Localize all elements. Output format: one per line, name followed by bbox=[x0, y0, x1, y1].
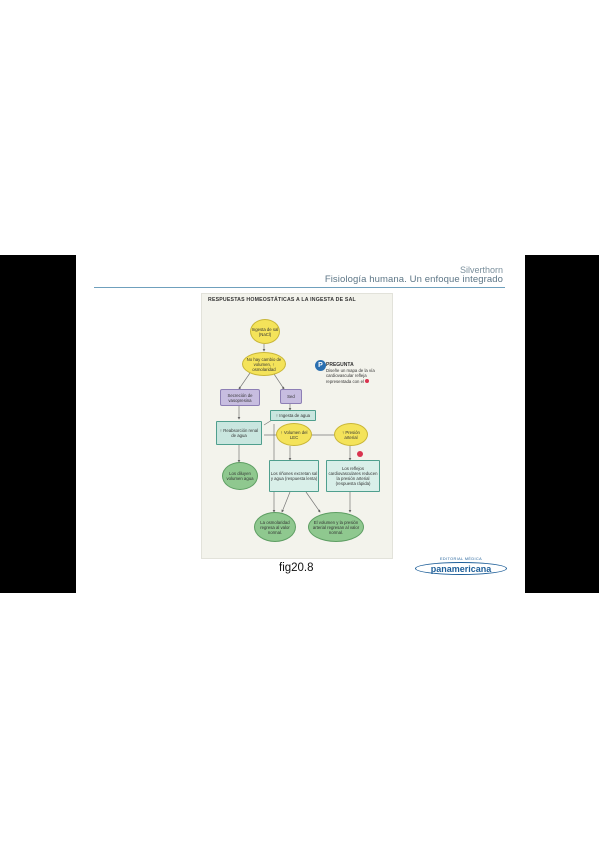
arrow-rinones-osm bbox=[281, 491, 291, 513]
reflex-marker-icon bbox=[357, 451, 363, 457]
node-secrecion-vasopresina: Secreción de vasopresina bbox=[220, 389, 260, 406]
header-author: Silverthorn bbox=[459, 265, 503, 275]
question-text-body: Diseñe un mapa de la vía cardiovascular … bbox=[326, 368, 375, 384]
node-ingesta-agua: ↑ Ingesta de agua bbox=[270, 410, 316, 421]
node-ingesta-sal: Ingesta de sal (NaCl) bbox=[250, 319, 280, 344]
question-text: Diseñe un mapa de la vía cardiovascular … bbox=[326, 368, 388, 384]
node-rinones-excretan: Los riñones excretan sal y agua (respues… bbox=[269, 460, 319, 492]
node-presion-arterial: ↑ Presión arterial bbox=[334, 423, 368, 446]
question-note: PREGUNTA Diseñe un mapa de la vía cardio… bbox=[320, 362, 388, 384]
header-book-title: Fisiología humana. Un enfoque integrado bbox=[324, 274, 503, 285]
question-title: PREGUNTA bbox=[326, 362, 354, 368]
flowchart-figure: RESPUESTAS HOMEOSTÁTICAS A LA INGESTA DE… bbox=[201, 293, 393, 559]
figure-caption: fig20.8 bbox=[279, 562, 314, 574]
arrow-cambio-sed bbox=[273, 373, 285, 390]
letterbox-left bbox=[0, 255, 76, 593]
node-sin-cambio-volumen: No hay cambio de volumen, ↑ osmolaridad bbox=[242, 352, 286, 376]
node-reabsorcion-renal: ↑ Reabsorción renal de agua bbox=[216, 421, 262, 445]
arrow-rinones-vol bbox=[305, 491, 321, 513]
node-sed: Sed bbox=[280, 389, 302, 404]
node-volumen-normal: El volumen y la presión arterial regresa… bbox=[308, 512, 364, 542]
node-reflejos-cardiovasculares: Los reflejos cardiovasculares reducen la… bbox=[326, 460, 380, 492]
header-divider bbox=[94, 287, 505, 288]
node-osmolaridad-normal: La osmolaridad regresa al valor normal. bbox=[254, 512, 296, 542]
diagram-title: RESPUESTAS HOMEOSTÁTICAS A LA INGESTA DE… bbox=[208, 297, 356, 303]
publisher-logo-name: panamericana bbox=[415, 562, 507, 575]
node-diluir-volumen: Los diluyen volumen agua bbox=[222, 462, 258, 490]
question-badge-icon: P bbox=[315, 360, 326, 371]
arrow-cambio-vasopresina bbox=[238, 372, 251, 390]
node-volumen-lec: ↑ Volumen del LEC bbox=[276, 423, 312, 446]
slide: Silverthorn Fisiología humana. Un enfoqu… bbox=[76, 255, 525, 593]
question-marker-icon bbox=[365, 379, 370, 384]
publisher-logo: EDITORIAL MÉDICA panamericana bbox=[415, 557, 507, 577]
publisher-logo-top: EDITORIAL MÉDICA bbox=[439, 557, 483, 561]
letterbox-right bbox=[525, 255, 599, 593]
